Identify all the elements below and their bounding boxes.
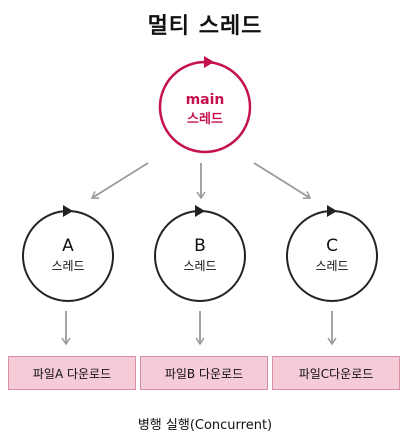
arrow-main-to-a [90,162,149,199]
diagram-title: 멀티 스레드 [147,14,263,39]
thread-c-cycle-arrow-icon [327,205,337,217]
diagram-caption: 병행 실행(Concurrent) [137,418,273,433]
task-download-file-a: 파일A 다운로드 [8,356,136,390]
thread-b-label: 스레드 [183,259,217,273]
main-thread-name: main [185,92,225,108]
arrow-main-to-c [253,162,312,199]
thread-b-circle [154,210,246,302]
thread-c-id: C [326,236,338,256]
thread-a-label: 스레드 [51,259,85,273]
task-download-file-c: 파일C다운로드 [272,356,400,390]
thread-b-id: B [194,236,206,256]
thread-a-circle [22,210,114,302]
thread-c-circle [286,210,378,302]
thread-a-cycle-arrow-icon [63,205,73,217]
task-download-file-b: 파일B 다운로드 [140,356,268,390]
thread-c-label: 스레드 [315,259,349,273]
main-thread-cycle-arrow-icon [204,56,214,68]
thread-a-id: A [62,236,74,256]
thread-b-cycle-arrow-icon [195,205,205,217]
main-thread-label: 스레드 [187,112,223,127]
